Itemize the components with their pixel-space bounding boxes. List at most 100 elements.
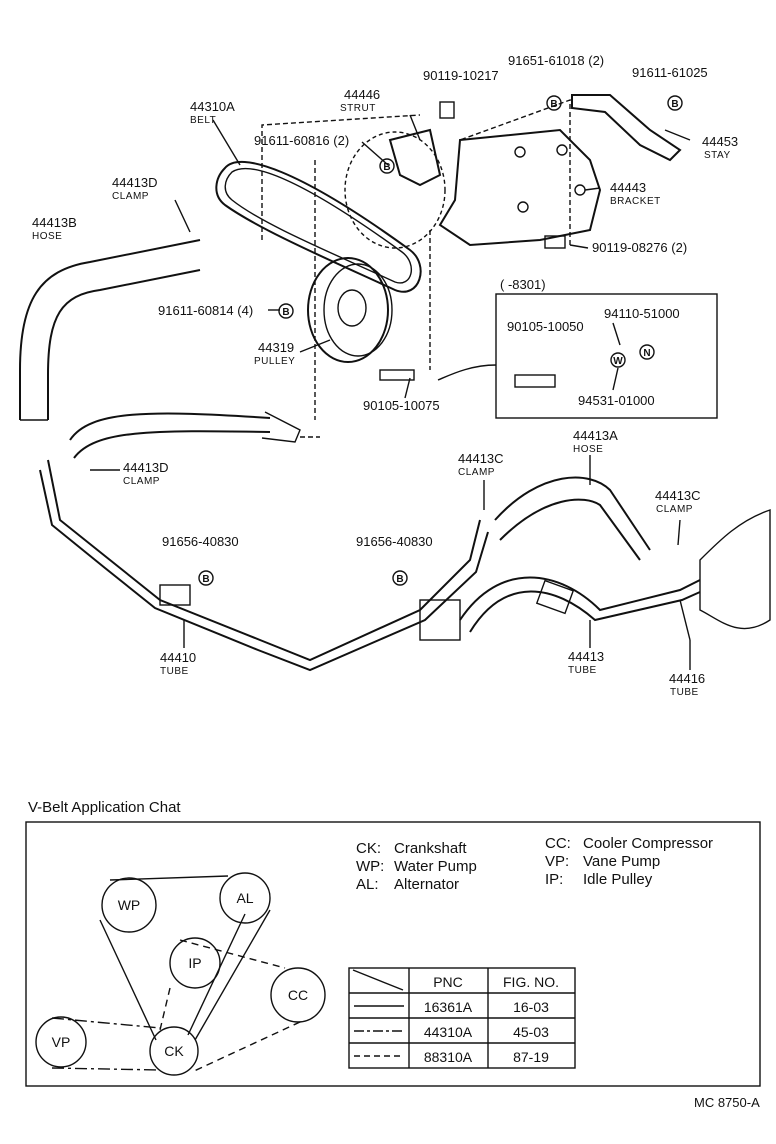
svg-text:W: W xyxy=(613,356,623,367)
part-number: 90119-08276 (2) xyxy=(592,240,687,255)
footer-code: MC 8750-A xyxy=(694,1095,760,1110)
part-number: 44413C xyxy=(458,451,504,466)
bolt-symbol: B xyxy=(198,570,214,586)
legend-code: WP: xyxy=(356,858,384,875)
part-number: 90119-10217 xyxy=(423,68,499,83)
pulley-wp: WP xyxy=(101,877,157,933)
svg-text:B: B xyxy=(383,162,390,173)
table-cell: 87-19 xyxy=(513,1049,549,1065)
part-number: 44446 xyxy=(344,87,380,102)
pulley-al: AL xyxy=(219,872,271,924)
part-labels: 44310A BELT 44446 STRUT 90119-10217 9165… xyxy=(32,53,738,698)
hoses-and-tubes xyxy=(19,239,771,672)
part-number: 44310A xyxy=(190,99,235,114)
callout-symbols: B B B B B B N W xyxy=(198,95,683,586)
bolt-symbol: B xyxy=(392,570,408,586)
part-number: 91611-60814 (4) xyxy=(158,303,253,318)
part-number: 44413 xyxy=(568,649,604,664)
nut-symbol: N xyxy=(639,344,655,360)
part-caption: HOSE xyxy=(573,444,603,455)
legend-code: IP: xyxy=(545,871,563,888)
legend-name: Crankshaft xyxy=(394,840,467,857)
bolt-symbol: B xyxy=(379,158,395,174)
svg-text:B: B xyxy=(282,307,289,318)
svg-text:N: N xyxy=(643,348,650,359)
part-number: 44413A xyxy=(573,428,618,443)
legend-code: VP: xyxy=(545,853,569,870)
part-number: 94110-51000 xyxy=(604,306,680,321)
part-caption: BRACKET xyxy=(610,196,661,207)
leader-lines xyxy=(90,114,691,670)
part-number: 44319 xyxy=(258,340,294,355)
part-number: 94531-01000 xyxy=(578,393,655,408)
part-number: 44413D xyxy=(123,460,169,475)
part-number: 44443 xyxy=(610,180,646,195)
part-number: 44413C xyxy=(655,488,701,503)
pump-assembly-drawing xyxy=(215,94,682,438)
chart-frame xyxy=(25,821,761,1087)
legend-name: Vane Pump xyxy=(583,853,660,870)
table-cell: 16361A xyxy=(424,999,473,1015)
part-caption: STRUT xyxy=(340,103,376,114)
table-cell: 45-03 xyxy=(513,1024,549,1040)
svg-text:CK: CK xyxy=(164,1043,184,1059)
bolt-symbol: B xyxy=(278,303,294,319)
part-caption: TUBE xyxy=(568,665,597,676)
part-number: 91611-60816 (2) xyxy=(254,133,349,148)
table-cell: 88310A xyxy=(424,1049,473,1065)
part-caption: BELT xyxy=(190,115,216,126)
table-header: PNC xyxy=(433,974,463,990)
part-number: 91611-61025 xyxy=(632,65,708,80)
part-number: 91651-61018 (2) xyxy=(508,53,604,68)
washer-symbol: W xyxy=(610,352,626,368)
svg-text:B: B xyxy=(550,99,557,110)
part-number: 44413B xyxy=(32,215,77,230)
part-caption: TUBE xyxy=(670,687,699,698)
part-number: 44453 xyxy=(702,134,738,149)
svg-text:AL: AL xyxy=(236,890,253,906)
part-number: 91656-40830 xyxy=(356,534,433,549)
belt-table: PNC FIG. NO. 16361A 16-03 44310A 45-03 8… xyxy=(348,967,576,1069)
inset-box xyxy=(437,293,718,419)
part-caption: TUBE xyxy=(160,666,189,677)
legend-name: Cooler Compressor xyxy=(583,835,713,852)
part-number: 90105-10075 xyxy=(363,398,440,413)
pulleys: WP AL IP CC VP CK xyxy=(35,872,326,1076)
part-caption: STAY xyxy=(704,150,731,161)
legend-code: AL: xyxy=(356,876,379,893)
part-caption: PULLEY xyxy=(254,356,295,367)
part-number: 90105-10050 xyxy=(507,319,584,334)
table-cell: 44310A xyxy=(424,1024,473,1040)
part-caption: CLAMP xyxy=(656,504,693,515)
part-number: 44416 xyxy=(669,671,705,686)
legend-name: Water Pump xyxy=(394,858,477,875)
bolt-symbol: B xyxy=(546,95,562,111)
svg-text:CC: CC xyxy=(288,987,308,1003)
table-header: FIG. NO. xyxy=(503,974,559,990)
part-caption: HOSE xyxy=(32,231,62,242)
svg-text:VP: VP xyxy=(52,1034,71,1050)
legend-name: Alternator xyxy=(394,876,459,893)
pulley-cc: CC xyxy=(270,967,326,1023)
svg-text:IP: IP xyxy=(188,955,201,971)
pulley-ck: CK xyxy=(149,1026,199,1076)
legend-code: CK: xyxy=(356,840,381,857)
part-number: 44413D xyxy=(112,175,158,190)
bolt-symbol: B xyxy=(667,95,683,111)
pulley-vp: VP xyxy=(35,1016,87,1068)
legend-name: Idle Pulley xyxy=(583,871,653,888)
part-number: 44410 xyxy=(160,650,196,665)
legend: CK: Crankshaft WP: Water Pump AL: Altern… xyxy=(356,835,713,893)
legend-code: CC: xyxy=(545,835,571,852)
chart-title: V-Belt Application Chat xyxy=(28,799,181,816)
part-caption: CLAMP xyxy=(458,467,495,478)
svg-text:B: B xyxy=(202,574,209,585)
svg-text:B: B xyxy=(396,574,403,585)
part-caption: CLAMP xyxy=(112,191,149,202)
svg-text:WP: WP xyxy=(118,897,141,913)
table-cell: 16-03 xyxy=(513,999,549,1015)
part-number: ( -8301) xyxy=(500,277,546,292)
part-caption: CLAMP xyxy=(123,476,160,487)
svg-text:B: B xyxy=(671,99,678,110)
